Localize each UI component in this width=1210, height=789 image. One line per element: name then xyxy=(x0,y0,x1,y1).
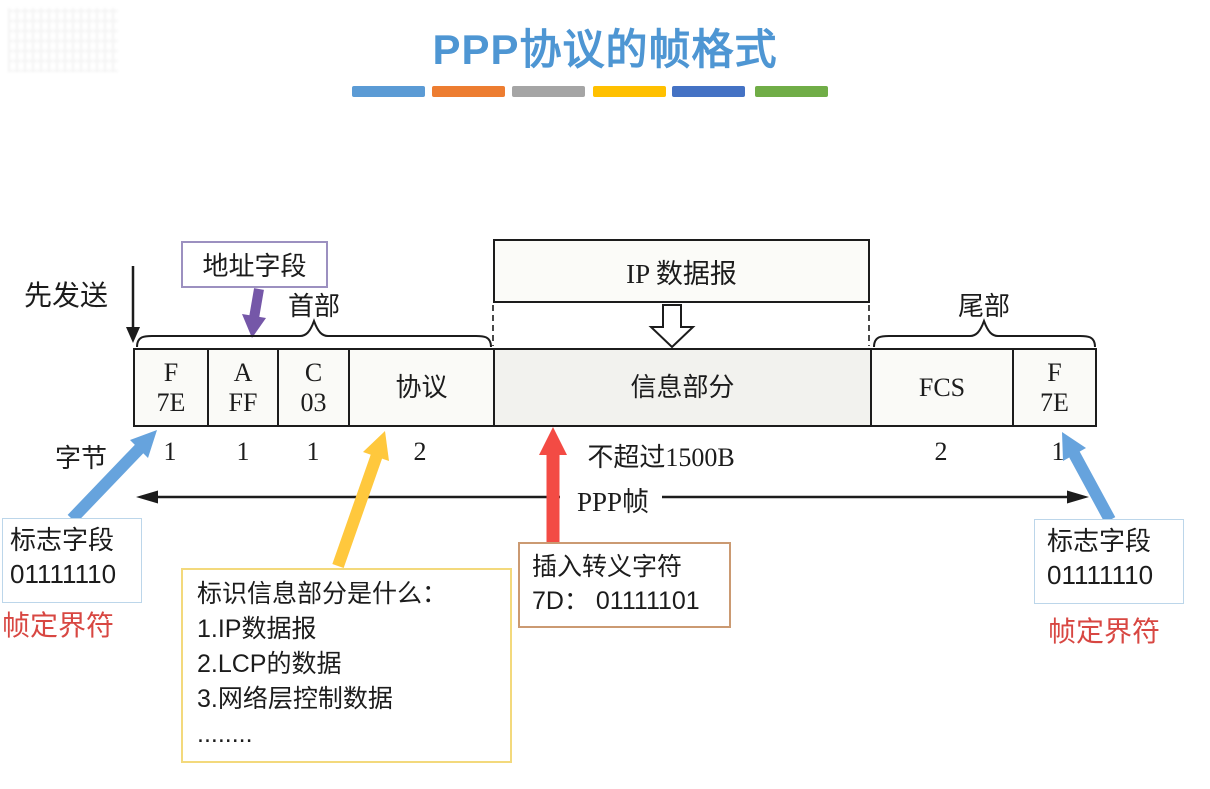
flag-field-note-right: 标志字段 01111110 xyxy=(1034,519,1184,604)
cell-text: 信息部分 xyxy=(630,372,735,402)
ip-datagram-box: IP 数据报 xyxy=(493,239,870,303)
flag-arrow-right-shaft xyxy=(1066,447,1116,523)
frame-cell-protocol: 协议 xyxy=(348,348,495,427)
cell-text: 7E xyxy=(1040,387,1069,417)
cell-text: F xyxy=(1047,358,1062,388)
frame-cell-control: C 03 xyxy=(277,348,350,427)
title-accent-bars xyxy=(352,86,828,97)
trailer-brace xyxy=(873,318,1096,348)
byte-count: 2 xyxy=(413,437,427,466)
ppp-arrow-head-right xyxy=(1067,490,1089,504)
send-first-label: 先发送 xyxy=(24,281,109,312)
frame-delimiter-label-right: 帧定界符 xyxy=(1048,617,1161,648)
protocol-note-line: 2.LCP的数据 xyxy=(197,650,342,678)
flag-field-bits: 01111110 xyxy=(1047,559,1154,590)
protocol-note-line: 3.网络层控制数据 xyxy=(197,685,393,713)
accent-bar xyxy=(352,86,425,97)
cell-text: C xyxy=(304,358,323,388)
ip-to-info-arrow xyxy=(648,304,696,349)
page-title: PPP协议的帧格式 xyxy=(432,26,778,73)
accent-bar xyxy=(672,86,745,97)
address-field-callout: 地址字段 xyxy=(181,241,328,288)
byte-count: 1 xyxy=(236,437,250,466)
accent-bar xyxy=(432,86,505,97)
trailer-label: 尾部 xyxy=(957,292,1010,321)
frame-cell-fcs: FCS xyxy=(870,348,1014,427)
protocol-note-line: ........ xyxy=(197,720,253,748)
header-brace xyxy=(136,318,492,348)
protocol-arrow-shaft xyxy=(332,450,384,568)
cell-text: F xyxy=(163,358,179,388)
accent-bar xyxy=(593,86,666,97)
address-arrow-head xyxy=(242,314,266,338)
flag-field-label: 标志字段 xyxy=(10,526,115,555)
watermark xyxy=(8,8,118,72)
frame-cell-flag-start: F 7E xyxy=(133,348,209,427)
frame-cell-info: 信息部分 xyxy=(493,348,872,427)
byte-count: 1 xyxy=(306,437,320,466)
address-arrow-shaft xyxy=(249,288,264,319)
flag-arrow-left-head xyxy=(130,430,157,458)
cell-text: 协议 xyxy=(395,372,448,402)
protocol-arrow-head xyxy=(363,431,389,461)
cell-text: A xyxy=(233,358,253,388)
protocol-note-line: 标识信息部分是什么： xyxy=(197,580,448,608)
cell-text: 03 xyxy=(300,387,327,417)
accent-bar xyxy=(512,86,585,97)
bytes-label: 字节 xyxy=(55,444,108,473)
accent-bar xyxy=(755,86,828,97)
frame-delimiter-label-left: 帧定界符 xyxy=(2,611,115,642)
ppp-arrow-head-left xyxy=(136,490,158,504)
frame-cell-address: A FF xyxy=(207,348,279,427)
escape-char-note-box: 插入转义字符 7D： 01111101 xyxy=(518,542,731,628)
flag-field-bits: 01111110 xyxy=(10,558,117,589)
cell-text: FF xyxy=(228,387,258,417)
escape-note-line: 插入转义字符 xyxy=(532,553,683,581)
header-label: 首部 xyxy=(287,292,340,321)
flag-field-note-left: 标志字段 01111110 xyxy=(2,518,142,603)
byte-count: 1 xyxy=(163,437,177,466)
cell-text: 7E xyxy=(156,387,186,417)
protocol-note-line: 1.IP数据报 xyxy=(197,615,317,643)
flag-arrow-right-head xyxy=(1062,432,1086,461)
escape-arrow-head xyxy=(539,427,567,455)
address-field-label: 地址字段 xyxy=(202,252,307,281)
ppp-frame-label: PPP帧 xyxy=(576,487,650,517)
cell-text: FCS xyxy=(918,372,966,402)
byte-count: 不超过1500B xyxy=(587,443,735,472)
byte-count: 2 xyxy=(934,437,948,466)
protocol-note-box: 标识信息部分是什么： 1.IP数据报 2.LCP的数据 3.网络层控制数据 ..… xyxy=(181,568,512,763)
escape-note-bits: 7D： 01111101 xyxy=(532,587,700,615)
ip-datagram-label: IP 数据报 xyxy=(626,258,737,289)
byte-count: 1 xyxy=(1051,437,1065,466)
frame-cell-flag-end: F 7E xyxy=(1012,348,1097,427)
flag-field-label: 标志字段 xyxy=(1047,527,1152,556)
send-first-arrow-head xyxy=(126,327,140,343)
